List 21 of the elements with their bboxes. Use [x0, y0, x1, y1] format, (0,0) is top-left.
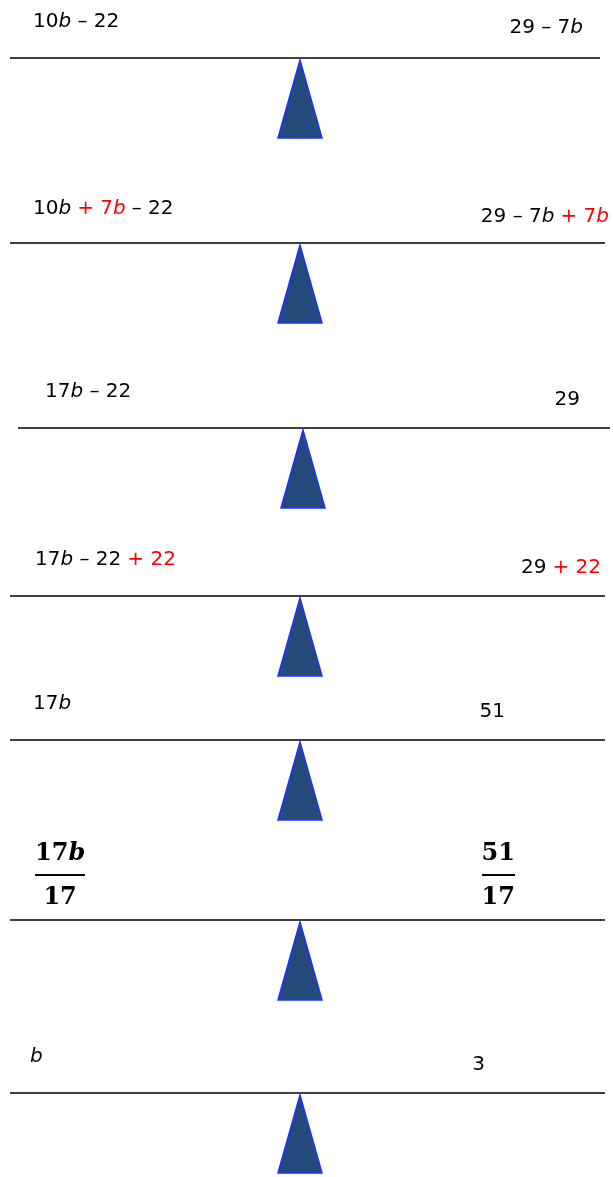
added-term: + 7b — [560, 203, 609, 227]
equation-term: 29 — [520, 554, 547, 578]
equation-term: 10b – 22 — [33, 8, 120, 32]
equation-term: 17 — [43, 882, 77, 910]
equation-term: 29 — [554, 386, 580, 410]
added-term: + 22 — [127, 546, 176, 570]
equation-term: 10b — [33, 195, 72, 219]
equation-term: 29 – 7b — [480, 203, 555, 227]
equation-term: – 22 — [131, 195, 174, 219]
added-term: + 22 — [552, 554, 601, 578]
added-term: + 7b — [77, 195, 126, 219]
equation-term: 29 – 7b — [509, 14, 583, 38]
equation-term: 51 — [481, 838, 515, 866]
equation-term: 17b – 22 — [35, 546, 122, 570]
equation-term: 51 — [479, 698, 505, 722]
equation-term: 17b — [33, 690, 72, 714]
equation-term: 17b – 22 — [45, 378, 132, 402]
equation-term: 17b — [35, 838, 86, 866]
equation-term: 3 — [472, 1051, 485, 1075]
equation-term: 17 — [481, 882, 515, 910]
equation-term: b — [30, 1043, 43, 1067]
